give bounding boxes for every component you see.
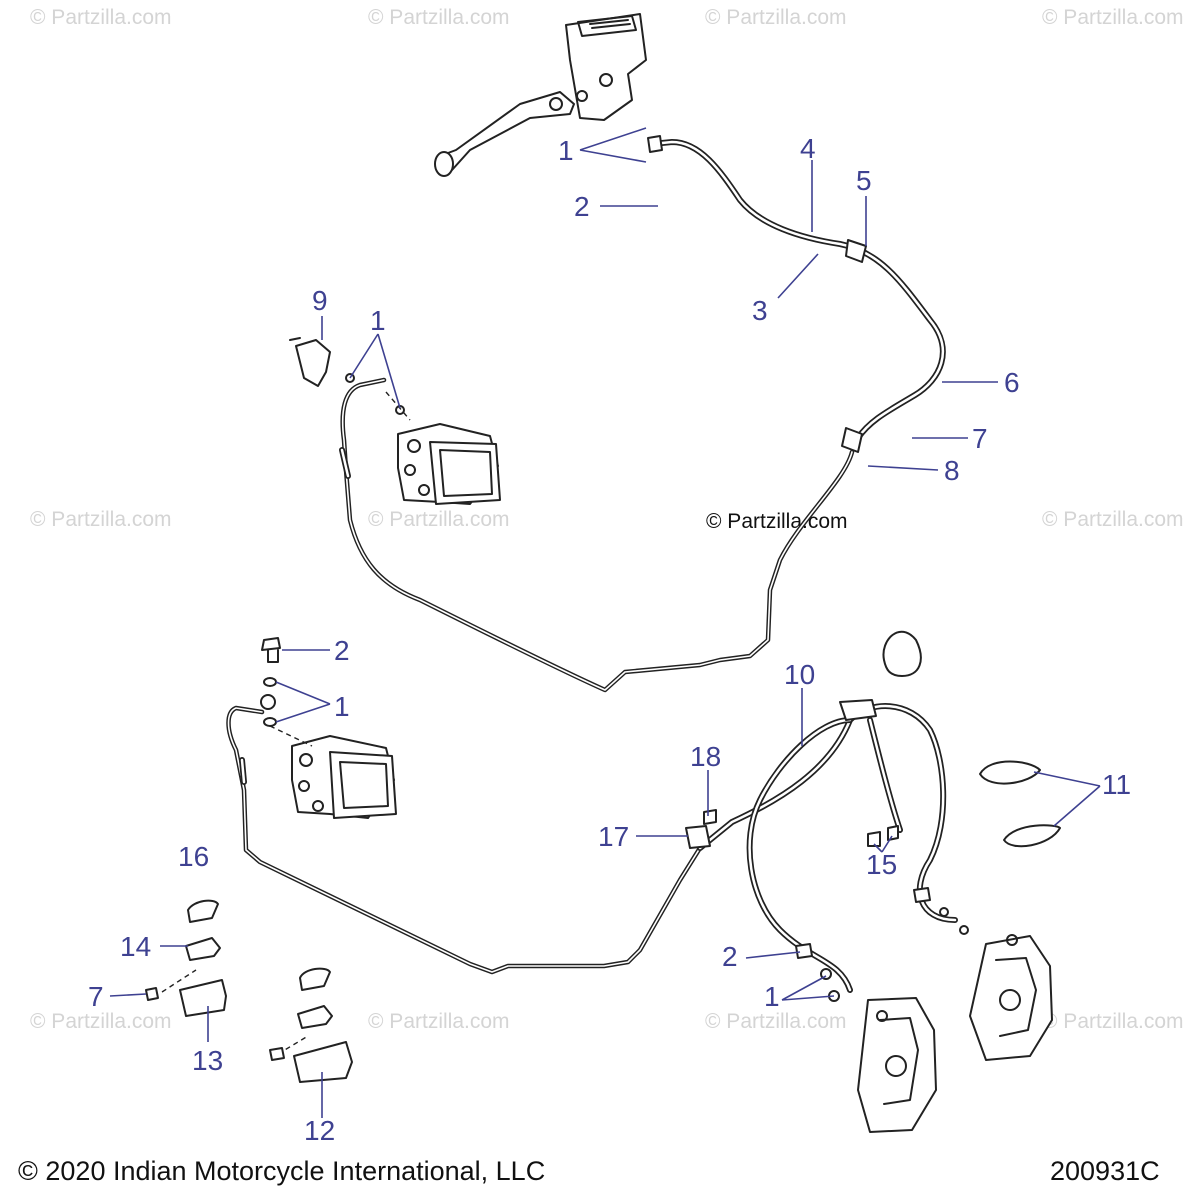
abs-modulator-lower <box>269 725 397 819</box>
callout-2-banjo-bolt: 2 <box>574 191 590 222</box>
callout-15: 15 <box>866 849 897 880</box>
callouts: 1 2 3 4 5 6 7 8 9 1 2 1 10 11 18 17 15 1… <box>88 133 1131 1146</box>
callout-2-abs-lower: 2 <box>334 635 350 666</box>
abs-modulator-upper <box>385 391 501 505</box>
callout-16: 16 <box>178 841 209 872</box>
sensor-9 <box>289 337 405 415</box>
clamp-loop <box>882 630 922 677</box>
bracket-13-assembly <box>145 899 227 1017</box>
callout-12: 12 <box>304 1115 335 1146</box>
bracket-12-assembly <box>269 967 353 1083</box>
callout-9: 9 <box>312 285 328 316</box>
watermark: © Partzilla.com <box>705 6 847 29</box>
watermark: © Partzilla.com <box>368 6 510 29</box>
callout-5: 5 <box>856 165 872 196</box>
copyright-text: © 2020 Indian Motorcycle International, … <box>18 1156 545 1186</box>
rigid-brake-line-upper <box>339 377 855 693</box>
brake-hose-4 <box>647 135 946 453</box>
watermark: © Partzilla.com <box>1042 6 1184 29</box>
brake-caliper-left <box>857 997 937 1133</box>
callout-18: 18 <box>690 741 721 772</box>
watermark: © Partzilla.com <box>30 508 172 531</box>
watermark: © Partzilla.com <box>30 6 172 29</box>
callout-10: 10 <box>784 659 815 690</box>
callout-3: 3 <box>752 295 768 326</box>
callout-11: 11 <box>1102 769 1131 800</box>
rigid-brake-line-lower <box>226 705 703 975</box>
callout-1-master: 1 <box>558 135 574 166</box>
callout-1-abs-upper: 1 <box>370 305 386 336</box>
callout-6: 6 <box>1004 367 1020 398</box>
callout-8: 8 <box>944 455 960 486</box>
callout-7-upper: 7 <box>972 423 988 454</box>
callout-1-caliper: 1 <box>764 981 780 1012</box>
watermark: © Partzilla.com <box>705 1010 847 1033</box>
watermark: © Partzilla.com <box>368 508 510 531</box>
callout-13: 13 <box>192 1045 223 1076</box>
master-cylinder <box>434 13 647 177</box>
callout-1-abs-lower: 1 <box>334 691 350 722</box>
diagram-number: 200931C <box>1050 1156 1160 1186</box>
callout-7-lower: 7 <box>88 981 104 1012</box>
watermark-layer: © Partzilla.com © Partzilla.com © Partzi… <box>30 6 1184 1033</box>
callout-4: 4 <box>800 133 816 164</box>
callout-14: 14 <box>120 931 151 962</box>
watermark: © Partzilla.com <box>1042 508 1184 531</box>
brake-caliper-right <box>969 934 1053 1061</box>
small-fasteners-lower-right <box>703 809 969 1002</box>
callout-17: 17 <box>598 821 629 852</box>
center-watermark: © Partzilla.com <box>706 510 848 533</box>
cable-ties-11 <box>979 760 1061 848</box>
watermark: © Partzilla.com <box>30 1010 172 1033</box>
leader-lines <box>109 127 1101 1118</box>
watermark: © Partzilla.com <box>1042 1010 1184 1033</box>
watermark: © Partzilla.com <box>368 1010 510 1033</box>
callout-2-caliper: 2 <box>722 941 738 972</box>
